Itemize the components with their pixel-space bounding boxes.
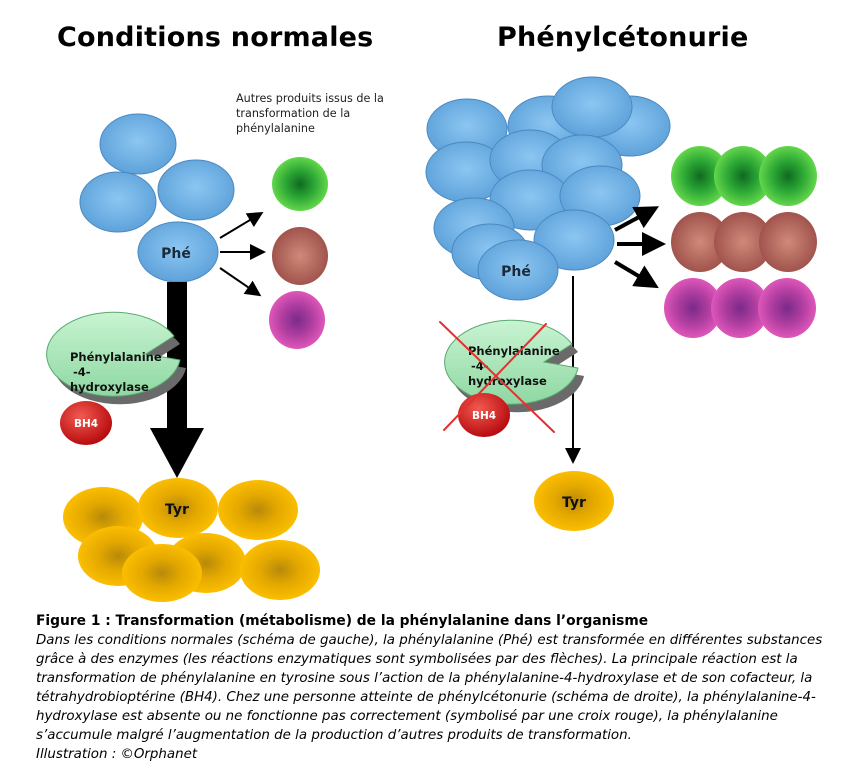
left-enzyme: Phénylalanine -4- hydroxylase [46, 311, 187, 405]
left-product-arrows [219, 211, 266, 297]
caption-title: Figure 1 : Transformation (métabolisme) … [36, 613, 649, 629]
right-enzyme: Phénylalanine -4- hydroxylase [444, 319, 584, 413]
left-tyr-cluster: Tyr [63, 478, 320, 602]
left-phe-cluster: Phé [79, 113, 235, 283]
right-enzyme-label-2: -4- [471, 359, 489, 373]
left-cofactor-label: BH4 [74, 418, 98, 430]
right-product-arrows [613, 206, 666, 289]
left-enzyme-label-3: hydroxylase [70, 380, 149, 394]
left-enzyme-label-1: Phénylalanine [70, 350, 162, 364]
other-products-note: Autres produits issus de la transformati… [236, 92, 384, 135]
caption-body: Dans les conditions normales (schéma de … [36, 633, 823, 743]
left-phe-label: Phé [161, 246, 191, 262]
right-tyr: Tyr [534, 471, 614, 531]
left-tyr-label: Tyr [165, 502, 189, 518]
right-diagram-title: Phénylcétonurie [497, 22, 749, 53]
figure-caption: Figure 1 : Transformation (métabolisme) … [36, 612, 826, 764]
right-other-products [664, 146, 817, 338]
main-reaction-arrow [150, 282, 204, 478]
metabolism-diagram: Phé Phénylalanine -4- hydroxylase BH4 Ty [46, 76, 817, 602]
right-tyr-label: Tyr [562, 495, 586, 511]
left-cofactor: BH4 [60, 401, 112, 445]
red-cross-icon [439, 321, 555, 433]
left-other-products [269, 157, 328, 349]
caption-credit: Illustration : ©Orphanet [36, 747, 198, 762]
left-enzyme-label-2: -4- [73, 365, 91, 379]
right-enzyme-label-1: Phénylalanine [468, 344, 560, 358]
right-cofactor: BH4 [458, 393, 510, 437]
left-diagram-title: Conditions normales [57, 22, 374, 53]
right-phe-label: Phé [501, 264, 531, 280]
right-phe-cluster: Phé [425, 76, 671, 301]
right-cofactor-label: BH4 [472, 410, 496, 422]
